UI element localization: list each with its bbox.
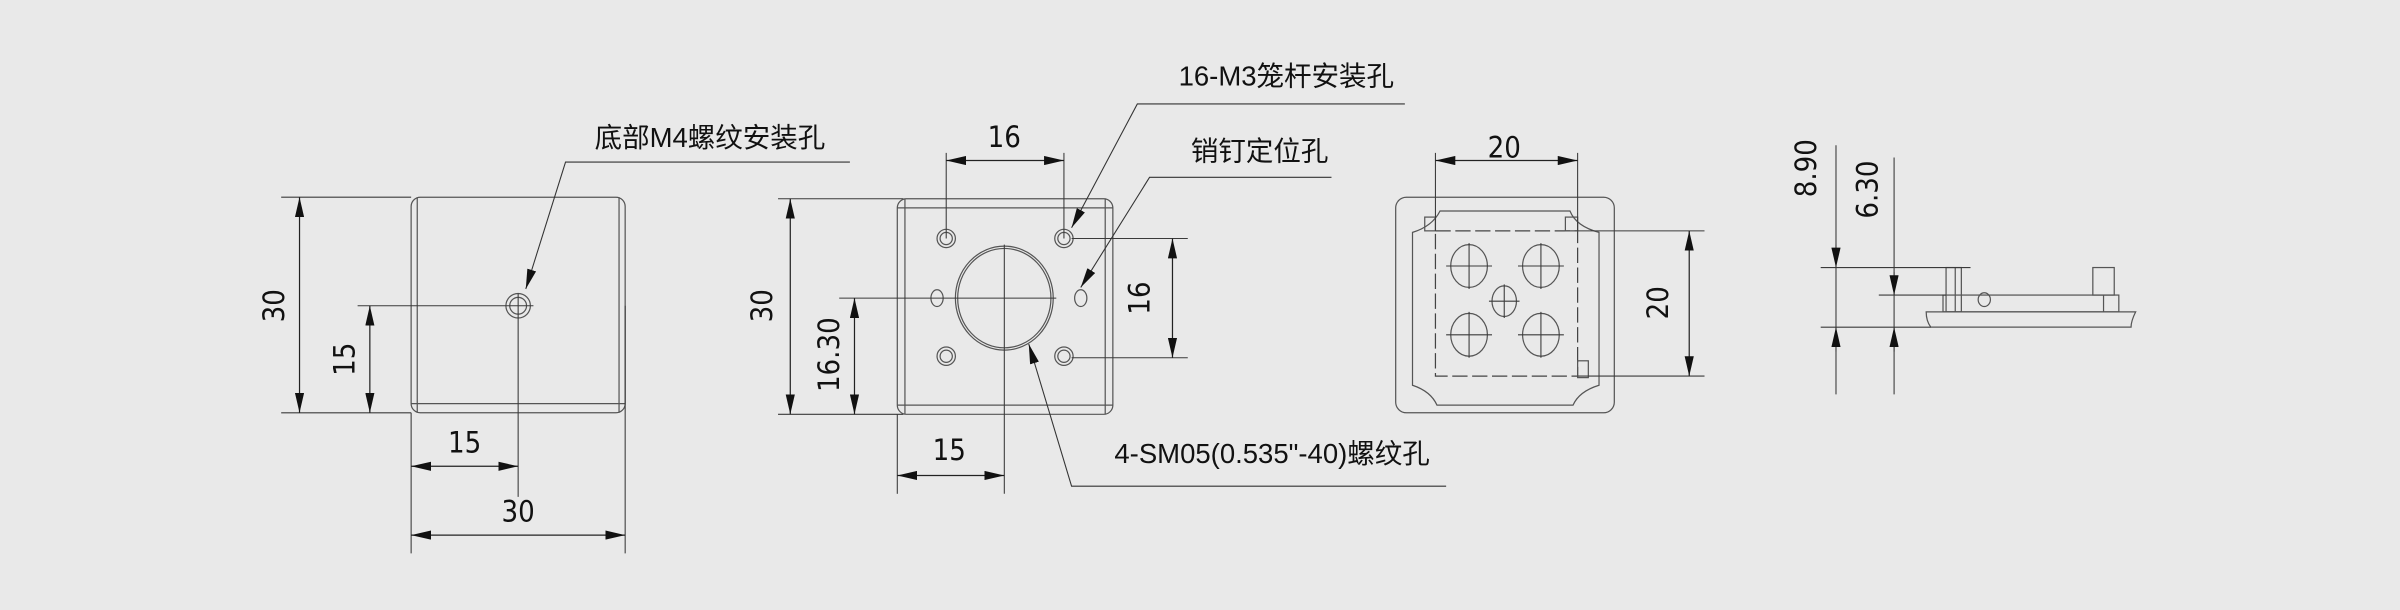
m4-callout: 底部M4螺纹安装孔 — [595, 122, 826, 153]
dim-center-x: 15 — [933, 433, 966, 467]
bottom-view: 30 15 15 30 底部M4螺纹安装孔 — [257, 122, 850, 554]
front-plate-outline — [896, 198, 1114, 415]
base-plate — [1925, 311, 2137, 328]
dim-rod-spacing-v: 16 — [1123, 282, 1157, 315]
recess-outline — [1411, 210, 1600, 406]
front-view: 16 30 16.30 16 15 16-M3笼杆安装孔 销钉定位孔 4-SM0… — [745, 61, 1447, 494]
dim-rod-spacing-h: 16 — [988, 120, 1021, 154]
dim-hole-x: 15 — [448, 426, 481, 460]
cage-rod-leader — [1071, 103, 1405, 229]
pin-leader — [1080, 176, 1332, 288]
side-view: 8.90 6.30 — [1789, 139, 2137, 395]
back-view: 20 20 — [1395, 130, 1705, 414]
back-holes — [1446, 243, 1564, 358]
post-left — [1945, 266, 1962, 313]
dim-body: 6.30 — [1850, 161, 1884, 219]
dim-height: 30 — [745, 289, 779, 322]
dim-total: 8.90 — [1789, 139, 1823, 197]
dim-height: 30 — [257, 289, 291, 322]
m4-leader — [525, 161, 850, 290]
dim-hole-height: 15 — [328, 343, 362, 376]
thread-callout: 4-SM05(0.535"-40)螺纹孔 — [1114, 438, 1429, 469]
dim-width: 30 — [502, 494, 535, 528]
dim-height: 20 — [1641, 286, 1675, 319]
post-right — [2092, 266, 2115, 296]
cage-rod-callout: 16-M3笼杆安装孔 — [1179, 61, 1394, 92]
dim-width: 20 — [1488, 130, 1521, 164]
body — [1942, 294, 2120, 313]
pin-callout: 销钉定位孔 — [1191, 136, 1329, 167]
dim-center-height: 16.30 — [812, 317, 846, 392]
thread-leader — [1028, 343, 1447, 487]
dashed-square — [1434, 230, 1579, 377]
pin-hole-right — [1074, 289, 1088, 308]
back-plate-outline — [1395, 196, 1615, 414]
